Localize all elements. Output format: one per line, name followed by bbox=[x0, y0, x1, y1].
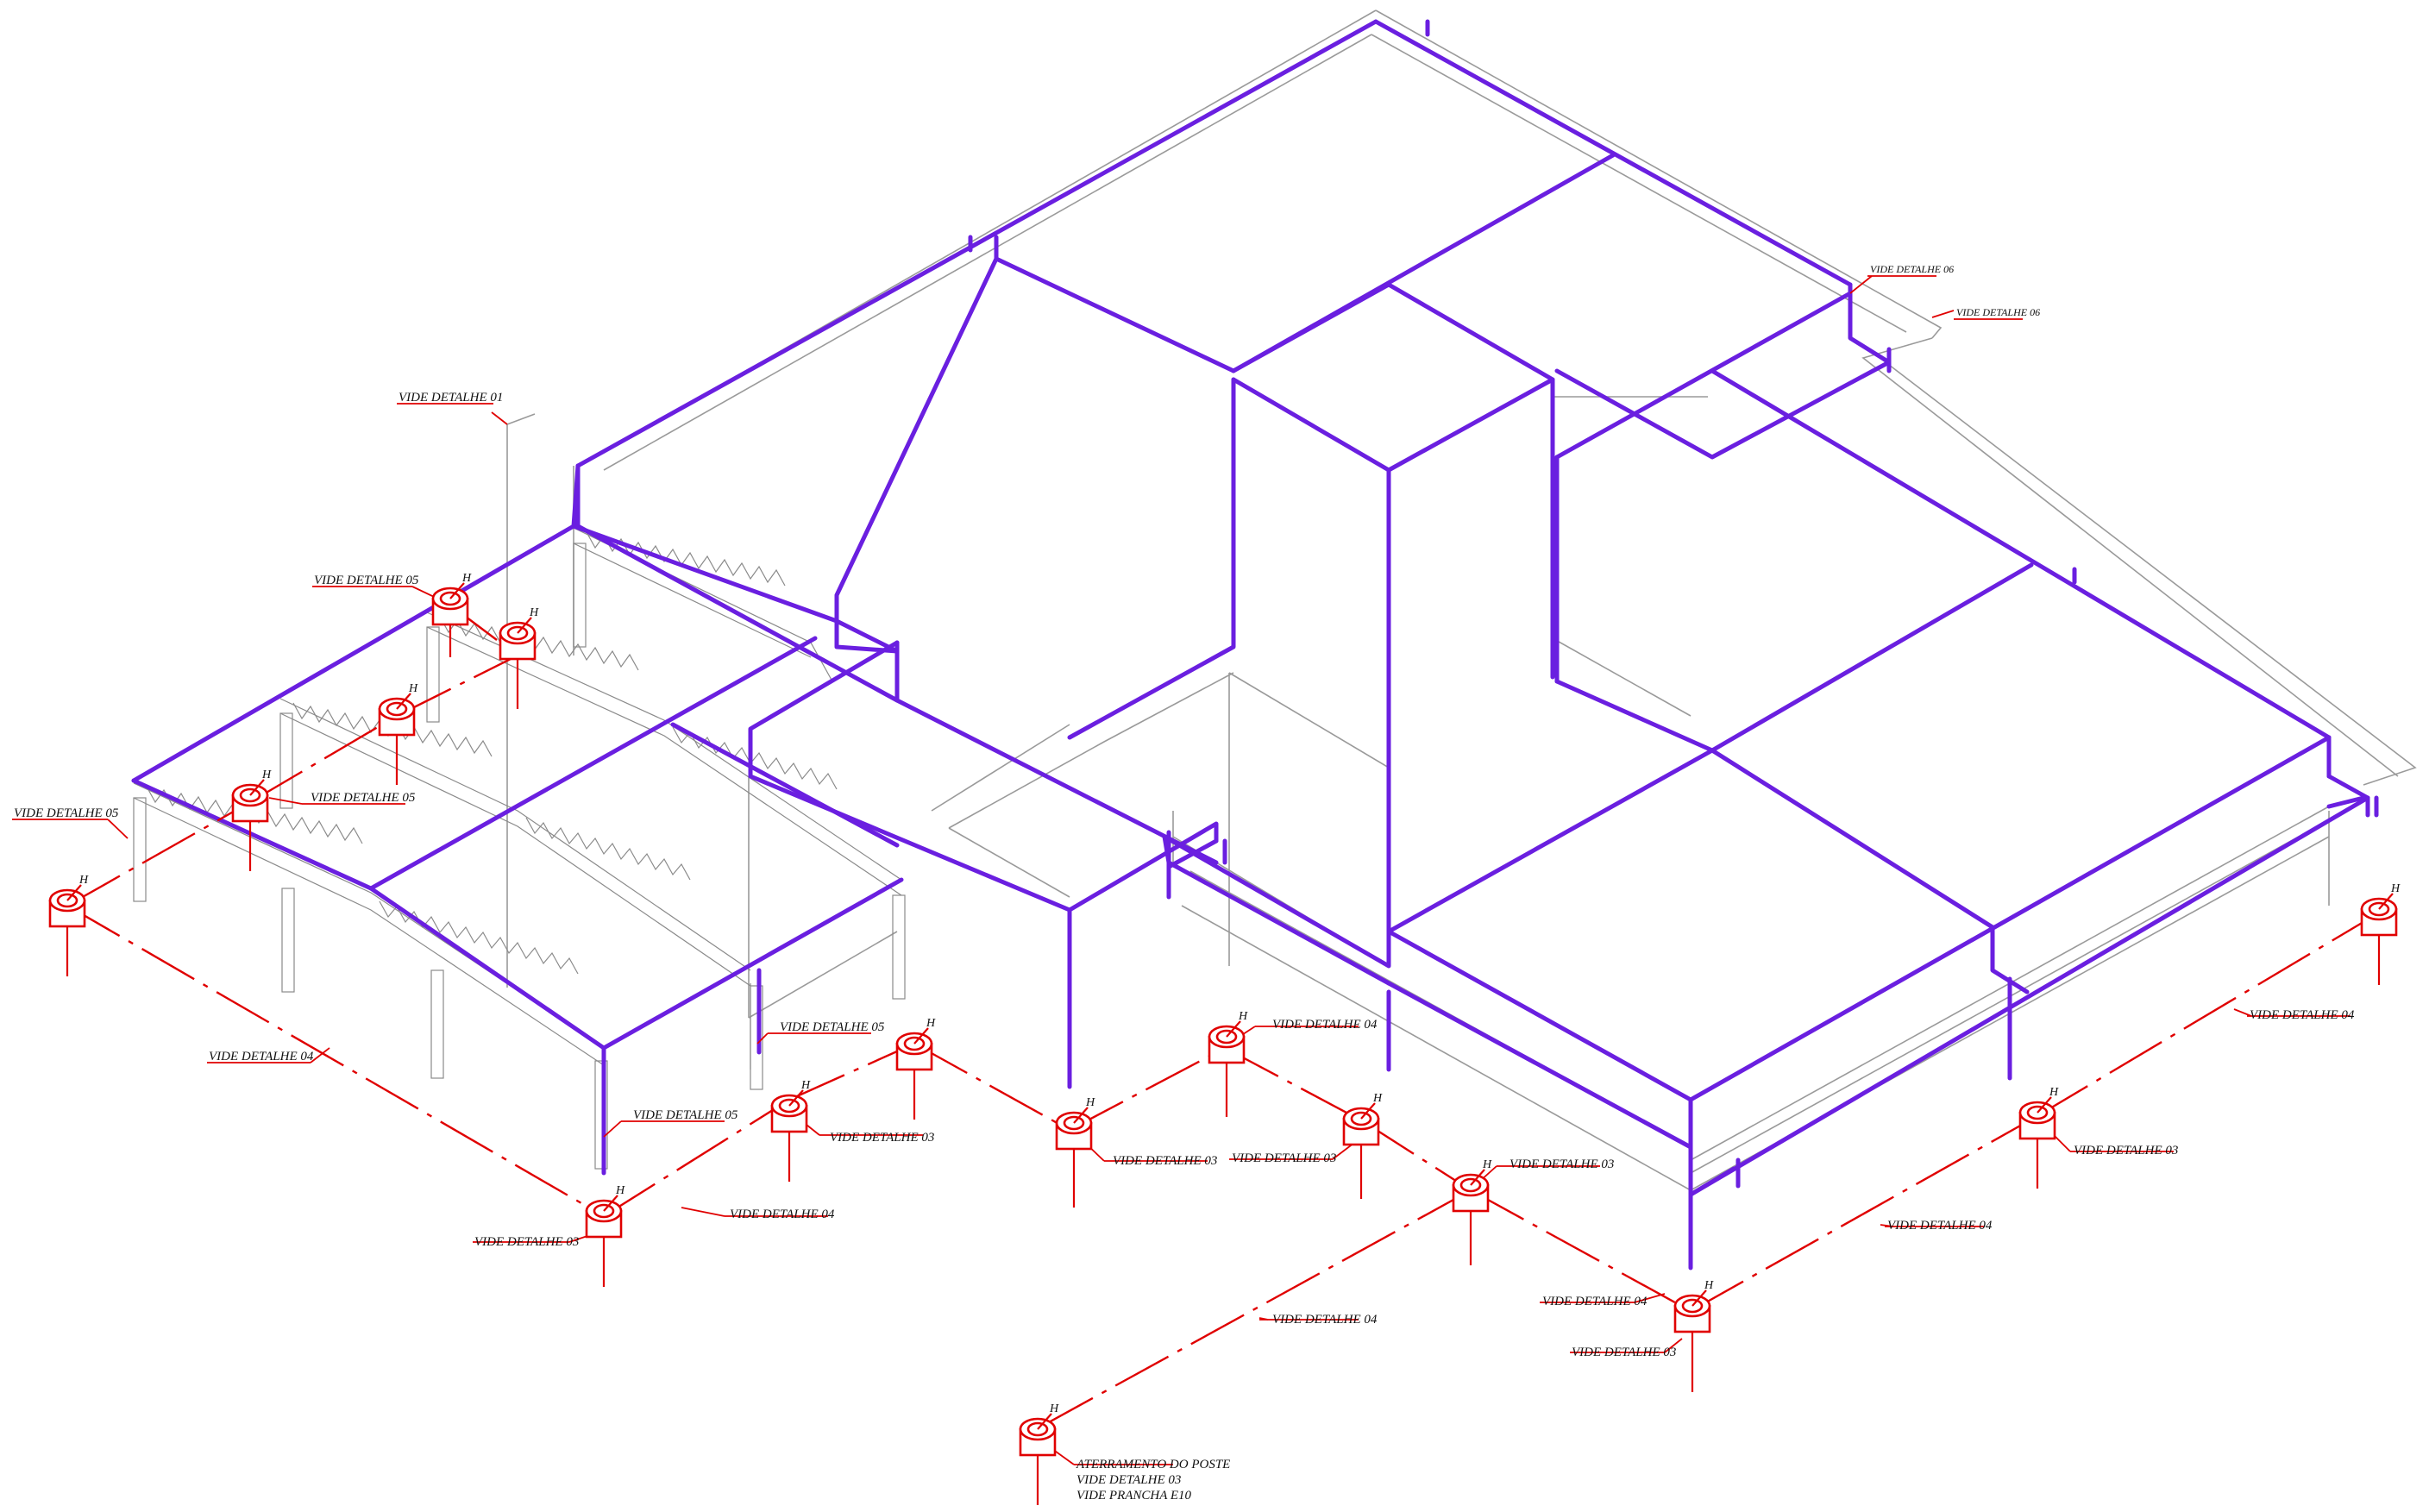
label-detalhe-05: VIDE DETALHE 05 bbox=[780, 1020, 885, 1034]
label-detalhe-04: VIDE DETALHE 04 bbox=[209, 1050, 314, 1063]
svg-text:H: H bbox=[461, 572, 472, 585]
label-detalhe-03: VIDE DETALHE 03 bbox=[1232, 1151, 1336, 1165]
label-detalhe-03: VIDE DETALHE 03 bbox=[1572, 1346, 1676, 1359]
svg-text:H: H bbox=[1238, 1010, 1248, 1023]
grounding-rod-icon[interactable]: H bbox=[895, 1017, 936, 1120]
grounding-rod-icon[interactable]: H bbox=[770, 1079, 811, 1182]
label-detalhe-06: VIDE DETALHE 06 bbox=[1956, 306, 2040, 318]
label-detalhe-03: VIDE DETALHE 03 bbox=[1509, 1158, 1614, 1171]
svg-text:H: H bbox=[1372, 1092, 1383, 1105]
label-detalhe-04: VIDE DETALHE 04 bbox=[1887, 1219, 1993, 1233]
grounding-rods: H H H H bbox=[48, 572, 2401, 1505]
grounding-rod-icon[interactable]: H bbox=[378, 682, 418, 785]
label-detalhe-04: VIDE DETALHE 04 bbox=[730, 1208, 835, 1221]
svg-text:H: H bbox=[2390, 882, 2401, 895]
label-detalhe-04: VIDE DETALHE 04 bbox=[2250, 1008, 2355, 1022]
svg-text:H: H bbox=[1049, 1402, 1059, 1415]
grounding-rod-icon[interactable]: H bbox=[1452, 1158, 1492, 1265]
label-poste-line1: ATERRAMENTO DO POSTE bbox=[1076, 1458, 1230, 1471]
grounding-conductors bbox=[66, 603, 2377, 1429]
label-detalhe-05: VIDE DETALHE 05 bbox=[314, 574, 419, 587]
grounding-rod-icon[interactable]: H bbox=[1208, 1010, 1248, 1117]
grounding-rod-icon[interactable]: H bbox=[1673, 1279, 1714, 1392]
label-detalhe-05: VIDE DETALHE 05 bbox=[633, 1108, 738, 1122]
grounding-rod-icon[interactable]: H bbox=[2360, 882, 2401, 985]
grounding-rod-icon[interactable]: H bbox=[1342, 1092, 1383, 1199]
svg-text:H: H bbox=[1482, 1158, 1492, 1171]
grounding-rod-icon[interactable]: H bbox=[499, 606, 539, 709]
construction-lines bbox=[506, 9, 2417, 1191]
svg-text:H: H bbox=[1085, 1096, 1095, 1109]
grounding-rod-icon[interactable]: H bbox=[1019, 1402, 1059, 1505]
svg-text:H: H bbox=[529, 606, 539, 619]
grounding-rod-icon[interactable]: H bbox=[48, 874, 89, 976]
label-detalhe-01: VIDE DETALHE 01 bbox=[399, 391, 503, 405]
label-detalhe-04: VIDE DETALHE 04 bbox=[1272, 1018, 1378, 1032]
annotations: VIDE DETALHE 01 VIDE DETALHE 05 VIDE DET… bbox=[14, 263, 2355, 1503]
svg-text:H: H bbox=[2049, 1086, 2059, 1099]
svg-text:H: H bbox=[408, 682, 418, 695]
grounding-rod-icon[interactable]: H bbox=[1055, 1096, 1095, 1208]
svg-text:H: H bbox=[78, 874, 89, 887]
label-detalhe-03: VIDE DETALHE 03 bbox=[474, 1235, 579, 1249]
label-detalhe-06: VIDE DETALHE 06 bbox=[1870, 263, 1954, 275]
label-detalhe-04: VIDE DETALHE 04 bbox=[1542, 1295, 1648, 1308]
label-detalhe-03: VIDE DETALHE 03 bbox=[2074, 1144, 2178, 1158]
label-detalhe-03: VIDE DETALHE 03 bbox=[1113, 1154, 1217, 1168]
svg-text:H: H bbox=[261, 769, 272, 781]
grounding-rod-icon[interactable]: H bbox=[585, 1184, 625, 1287]
label-detalhe-04: VIDE DETALHE 04 bbox=[1272, 1313, 1378, 1327]
svg-text:H: H bbox=[926, 1017, 936, 1030]
grounding-rod-icon[interactable]: H bbox=[231, 769, 272, 871]
grounding-rod-icon[interactable]: H bbox=[2018, 1086, 2059, 1189]
svg-text:H: H bbox=[1704, 1279, 1714, 1292]
building-outline bbox=[131, 19, 2379, 1270]
grounding-rod-icon[interactable]: H bbox=[431, 572, 472, 657]
label-detalhe-03: VIDE DETALHE 03 bbox=[830, 1131, 934, 1145]
svg-text:H: H bbox=[800, 1079, 811, 1092]
label-detalhe-05: VIDE DETALHE 05 bbox=[311, 791, 416, 805]
svg-text:H: H bbox=[615, 1184, 625, 1197]
label-poste-line2: VIDE DETALHE 03 bbox=[1076, 1473, 1181, 1487]
label-poste-line3: VIDE PRANCHA E10 bbox=[1076, 1489, 1192, 1503]
label-detalhe-05: VIDE DETALHE 05 bbox=[14, 806, 119, 820]
